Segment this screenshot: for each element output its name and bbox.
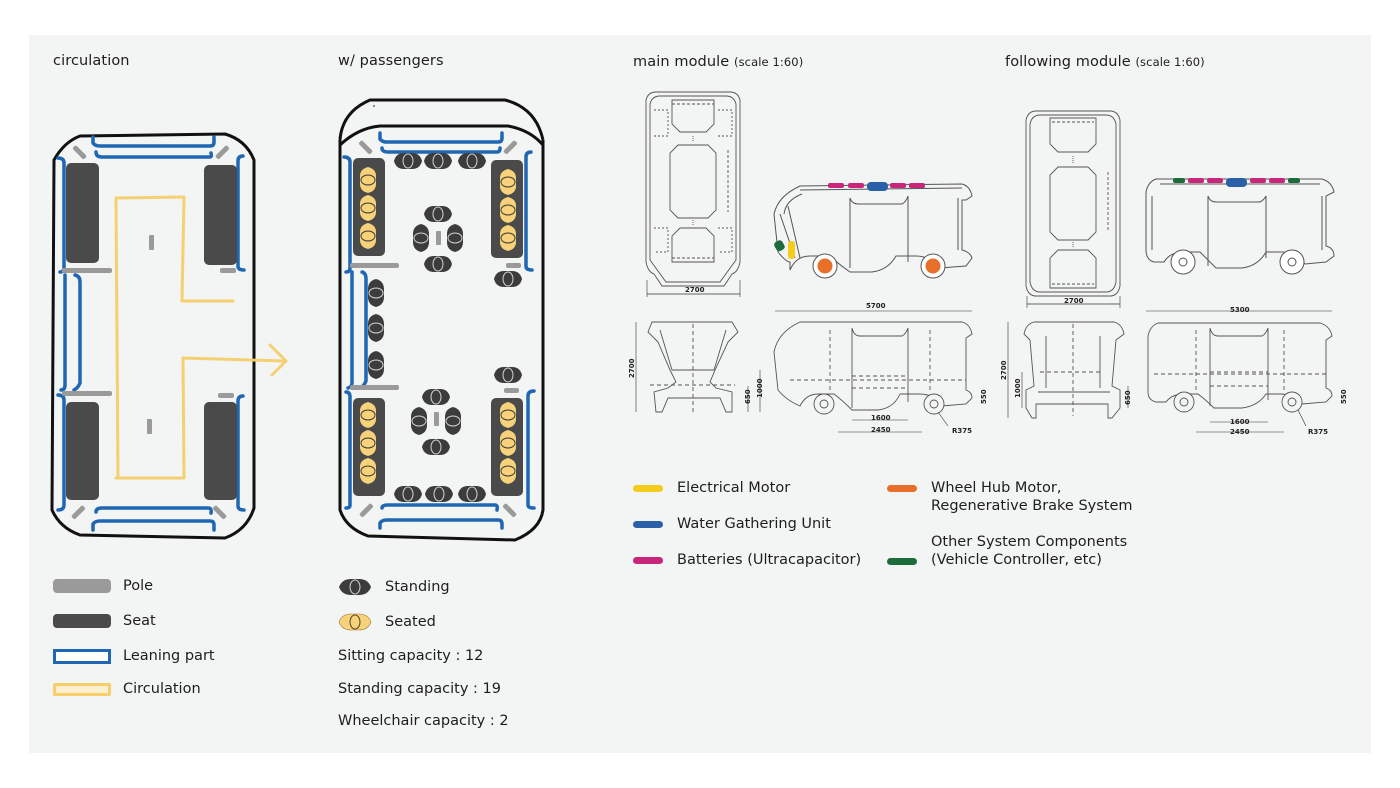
main-front-floor-label: 1000 xyxy=(756,378,764,398)
vehicle-controller xyxy=(1288,178,1300,183)
main-front-step-label: 650 xyxy=(744,389,752,404)
pole-swatch xyxy=(53,579,111,593)
following-module-side-elevation xyxy=(1146,310,1333,433)
water-gathering-unit-swatch xyxy=(633,521,663,528)
following-plan-width-label: 2700 xyxy=(1064,297,1084,305)
wheel-hub-motor xyxy=(817,258,833,274)
legend-item-leaning-part: Leaning part xyxy=(53,648,215,664)
main-module-title: main module xyxy=(633,54,730,70)
following-front-step-label: 650 xyxy=(1124,390,1132,405)
legend-label-line: (Vehicle Controller, etc) xyxy=(931,552,1102,568)
legend-label-electrical-motor: Electrical Motor xyxy=(677,480,791,496)
seats xyxy=(66,163,237,500)
following-module-plan-view xyxy=(1025,110,1121,308)
legend-label-water-gathering-unit: Water Gathering Unit xyxy=(677,516,831,532)
legend-label-wheel-hub-motor: Wheel Hub Motor, Regenerative Brake Syst… xyxy=(931,479,1133,515)
vehicle-controller xyxy=(774,240,785,252)
legend-label-line: Wheel Hub Motor, xyxy=(931,480,1062,496)
legend-label-line: Regenerative Brake System xyxy=(931,498,1133,514)
following-side-components xyxy=(1170,178,1305,275)
circulation-swatch xyxy=(53,682,111,696)
leaning-parts xyxy=(56,135,246,532)
legend-item-seat: Seat xyxy=(53,613,156,629)
legend-label-batteries: Batteries (Ultracapacitor) xyxy=(677,552,862,568)
following-chassis-label: 550 xyxy=(1340,389,1348,404)
battery-unit xyxy=(1188,178,1204,183)
electrical-motor-swatch xyxy=(633,485,663,492)
water-gathering-unit xyxy=(1226,178,1247,187)
circulation-path xyxy=(114,195,288,480)
main-door-label: 1600 xyxy=(871,414,891,422)
main-module-side-elevation xyxy=(773,310,973,433)
legend-label: Seated xyxy=(385,614,436,630)
electrical-motor xyxy=(788,241,795,259)
section-title-following-module: following module (scale 1:60) xyxy=(1005,54,1205,70)
legend-label: Seat xyxy=(123,613,156,629)
poles xyxy=(62,145,236,519)
battery-unit xyxy=(828,183,844,188)
following-door-label: 1600 xyxy=(1230,418,1250,426)
section-title-passengers: w/ passengers xyxy=(338,53,444,69)
legend-item-standing: Standing xyxy=(338,578,450,596)
vehicle-outline xyxy=(338,98,545,542)
standing-capacity: Standing capacity : 19 xyxy=(338,681,501,697)
legend-label: Standing xyxy=(385,579,450,595)
section-title-circulation: circulation xyxy=(53,53,130,69)
seat-swatch xyxy=(53,614,111,628)
legend-item-pole: Pole xyxy=(53,578,153,594)
vehicle-outline xyxy=(50,132,256,540)
main-chassis-label: 550 xyxy=(980,389,988,404)
battery-unit xyxy=(890,183,906,188)
poles xyxy=(350,140,521,517)
main-module-scale: (scale 1:60) xyxy=(734,55,804,69)
legend-label-other-components: Other System Components (Vehicle Control… xyxy=(931,533,1127,569)
battery-unit xyxy=(1207,178,1223,183)
following-front-floor-label: 1000 xyxy=(1014,378,1022,398)
following-module-title: following module xyxy=(1005,54,1131,70)
water-gathering-unit xyxy=(867,182,888,191)
leaning-parts xyxy=(342,131,536,530)
following-front-height-label: 2700 xyxy=(1000,360,1008,380)
sitting-capacity: Sitting capacity : 12 xyxy=(338,648,484,664)
main-module-plan-view xyxy=(645,91,741,297)
following-length-label: 5300 xyxy=(1230,306,1250,314)
wheelchair-capacity: Wheelchair capacity : 2 xyxy=(338,713,509,729)
legend-item-circulation: Circulation xyxy=(53,681,201,697)
vehicle-controller xyxy=(1173,178,1185,183)
battery-unit xyxy=(848,183,864,188)
leaning-part-swatch xyxy=(53,648,111,664)
battery-unit xyxy=(1269,178,1285,183)
seated-person-icon xyxy=(338,613,372,631)
legend-label: Circulation xyxy=(123,681,201,697)
legend-label-line: Other System Components xyxy=(931,534,1128,550)
wheel-hub-motor xyxy=(925,258,941,274)
main-module-front-view xyxy=(635,321,761,413)
legend-item-seated: Seated xyxy=(338,613,436,631)
standing-person-icon xyxy=(339,579,371,595)
main-length-label: 5700 xyxy=(866,302,886,310)
following-wheel-radius-label: R375 xyxy=(1308,428,1328,436)
following-module-front-view xyxy=(1007,321,1129,419)
other-components-swatch xyxy=(887,558,917,565)
battery-unit xyxy=(1250,178,1266,183)
main-wheelbase-label: 2450 xyxy=(871,426,891,434)
main-wheel-radius-label: R375 xyxy=(952,427,972,435)
main-front-height-label: 2700 xyxy=(628,358,636,378)
section-title-main-module: main module (scale 1:60) xyxy=(633,54,803,70)
following-module-scale: (scale 1:60) xyxy=(1135,55,1205,69)
following-wheelbase-label: 2450 xyxy=(1230,428,1250,436)
main-plan-width-label: 2700 xyxy=(685,286,705,294)
legend-label: Leaning part xyxy=(123,648,215,664)
battery-unit xyxy=(909,183,925,188)
legend-label: Pole xyxy=(123,578,154,594)
wheel-hub-motor-swatch xyxy=(887,485,917,492)
batteries-swatch xyxy=(633,557,663,564)
main-side-components xyxy=(774,182,946,279)
